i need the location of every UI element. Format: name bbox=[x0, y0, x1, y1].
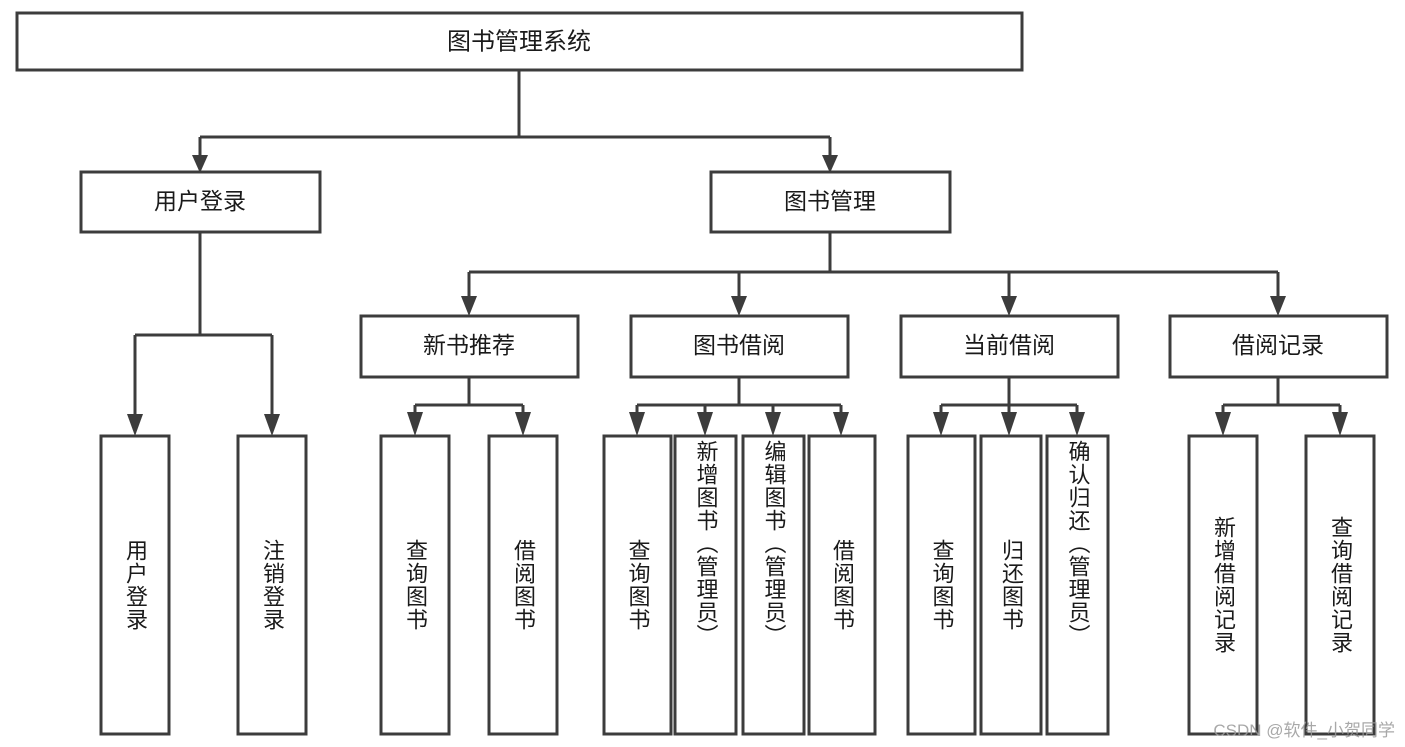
leaf-box-borrow-book-1[interactable] bbox=[487, 434, 559, 736]
node-book-manage-label: 图书管理 bbox=[784, 188, 876, 214]
node-current-borrow-box[interactable] bbox=[899, 314, 1120, 379]
arrow-to-book-borrow bbox=[731, 296, 747, 316]
node-new-book-recommend[interactable]: 新书推荐 bbox=[359, 314, 580, 379]
leaf-box-confirm-return[interactable] bbox=[1045, 434, 1110, 736]
arrow-leaf-user-logout bbox=[264, 414, 280, 436]
node-borrow-record-label: 借阅记录 bbox=[1232, 332, 1324, 358]
leaf-box-layer bbox=[99, 434, 1376, 736]
arrow-leaf-user-login bbox=[127, 414, 143, 436]
connector-layer bbox=[127, 70, 1348, 436]
arrow-leaf-edit-book bbox=[765, 412, 781, 436]
leaf-box-add-record[interactable] bbox=[1187, 434, 1259, 736]
node-borrow-record[interactable]: 借阅记录 bbox=[1168, 314, 1389, 379]
node-book-borrow[interactable]: 图书借阅 bbox=[629, 314, 850, 379]
leaf-box-user-logout[interactable] bbox=[236, 434, 308, 736]
node-book-borrow-label: 图书借阅 bbox=[693, 332, 785, 358]
arrow-leaf-query-record bbox=[1332, 412, 1348, 436]
arrow-leaf-borrow-book-1 bbox=[515, 412, 531, 436]
node-current-borrow-label: 当前借阅 bbox=[963, 332, 1055, 358]
leaf-box-borrow-book-2[interactable] bbox=[807, 434, 877, 736]
arrow-leaf-return-book bbox=[1001, 412, 1017, 436]
node-current-borrow[interactable]: 当前借阅 bbox=[899, 314, 1120, 379]
leaf-box-query-book-2[interactable] bbox=[602, 434, 673, 736]
leaf-box-query-record[interactable] bbox=[1304, 434, 1376, 736]
node-book-borrow-box[interactable] bbox=[629, 314, 850, 379]
node-book-manage[interactable]: 图书管理 bbox=[709, 170, 952, 234]
node-root-label: 图书管理系统 bbox=[447, 28, 591, 55]
node-root[interactable]: 图书管理系统 bbox=[15, 11, 1024, 72]
arrow-leaf-add-book bbox=[697, 412, 713, 436]
arrow-leaf-borrow-book-2 bbox=[833, 412, 849, 436]
node-new-book-recommend-label: 新书推荐 bbox=[423, 332, 515, 358]
leaf-box-user-login[interactable] bbox=[99, 434, 171, 736]
leaf-box-return-book[interactable] bbox=[979, 434, 1043, 736]
arrow-to-borrow-record bbox=[1270, 296, 1286, 316]
node-borrow-record-box[interactable] bbox=[1168, 314, 1389, 379]
node-user-login[interactable]: 用户登录 bbox=[79, 170, 322, 234]
leaf-box-query-book-1[interactable] bbox=[379, 434, 451, 736]
leaf-box-query-book-3[interactable] bbox=[906, 434, 977, 736]
node-new-book-recommend-box[interactable] bbox=[359, 314, 580, 379]
arrow-leaf-confirm-return bbox=[1069, 412, 1085, 436]
arrow-to-user-login bbox=[192, 155, 208, 173]
node-user-login-label: 用户登录 bbox=[154, 188, 246, 214]
node-book-manage-box[interactable] bbox=[709, 170, 952, 234]
arrow-leaf-query-book-2 bbox=[629, 412, 645, 436]
leaf-box-edit-book[interactable] bbox=[741, 434, 806, 736]
arrow-leaf-add-record bbox=[1215, 412, 1231, 436]
arrow-to-book-manage bbox=[822, 155, 838, 173]
leaf-box-add-book[interactable] bbox=[673, 434, 738, 736]
arrow-to-new-book-recommend bbox=[461, 296, 477, 316]
node-user-login-box[interactable] bbox=[79, 170, 322, 234]
arrow-leaf-query-book-3 bbox=[933, 412, 949, 436]
arrow-leaf-query-book-1 bbox=[407, 412, 423, 436]
arrow-to-current-borrow bbox=[1001, 296, 1017, 316]
node-root-box[interactable] bbox=[15, 11, 1024, 72]
